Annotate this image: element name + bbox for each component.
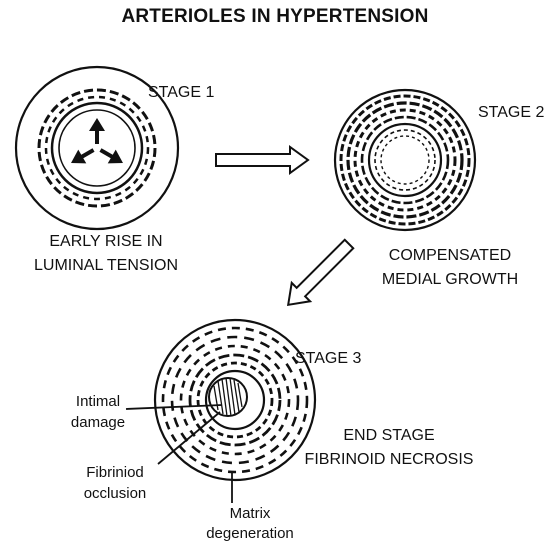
annotation-leaders: [126, 405, 232, 503]
fibrinoid-occlusion-core: [209, 378, 247, 416]
stage-1-pressure-arrows: [67, 118, 127, 170]
stage-1-vessel: [16, 67, 178, 229]
arrow-stage2-to-stage3: [279, 235, 358, 314]
arrow-stage1-to-stage2: [216, 147, 308, 173]
stage-3-vessel: [155, 320, 315, 480]
stage-2-vessel: [335, 90, 475, 230]
